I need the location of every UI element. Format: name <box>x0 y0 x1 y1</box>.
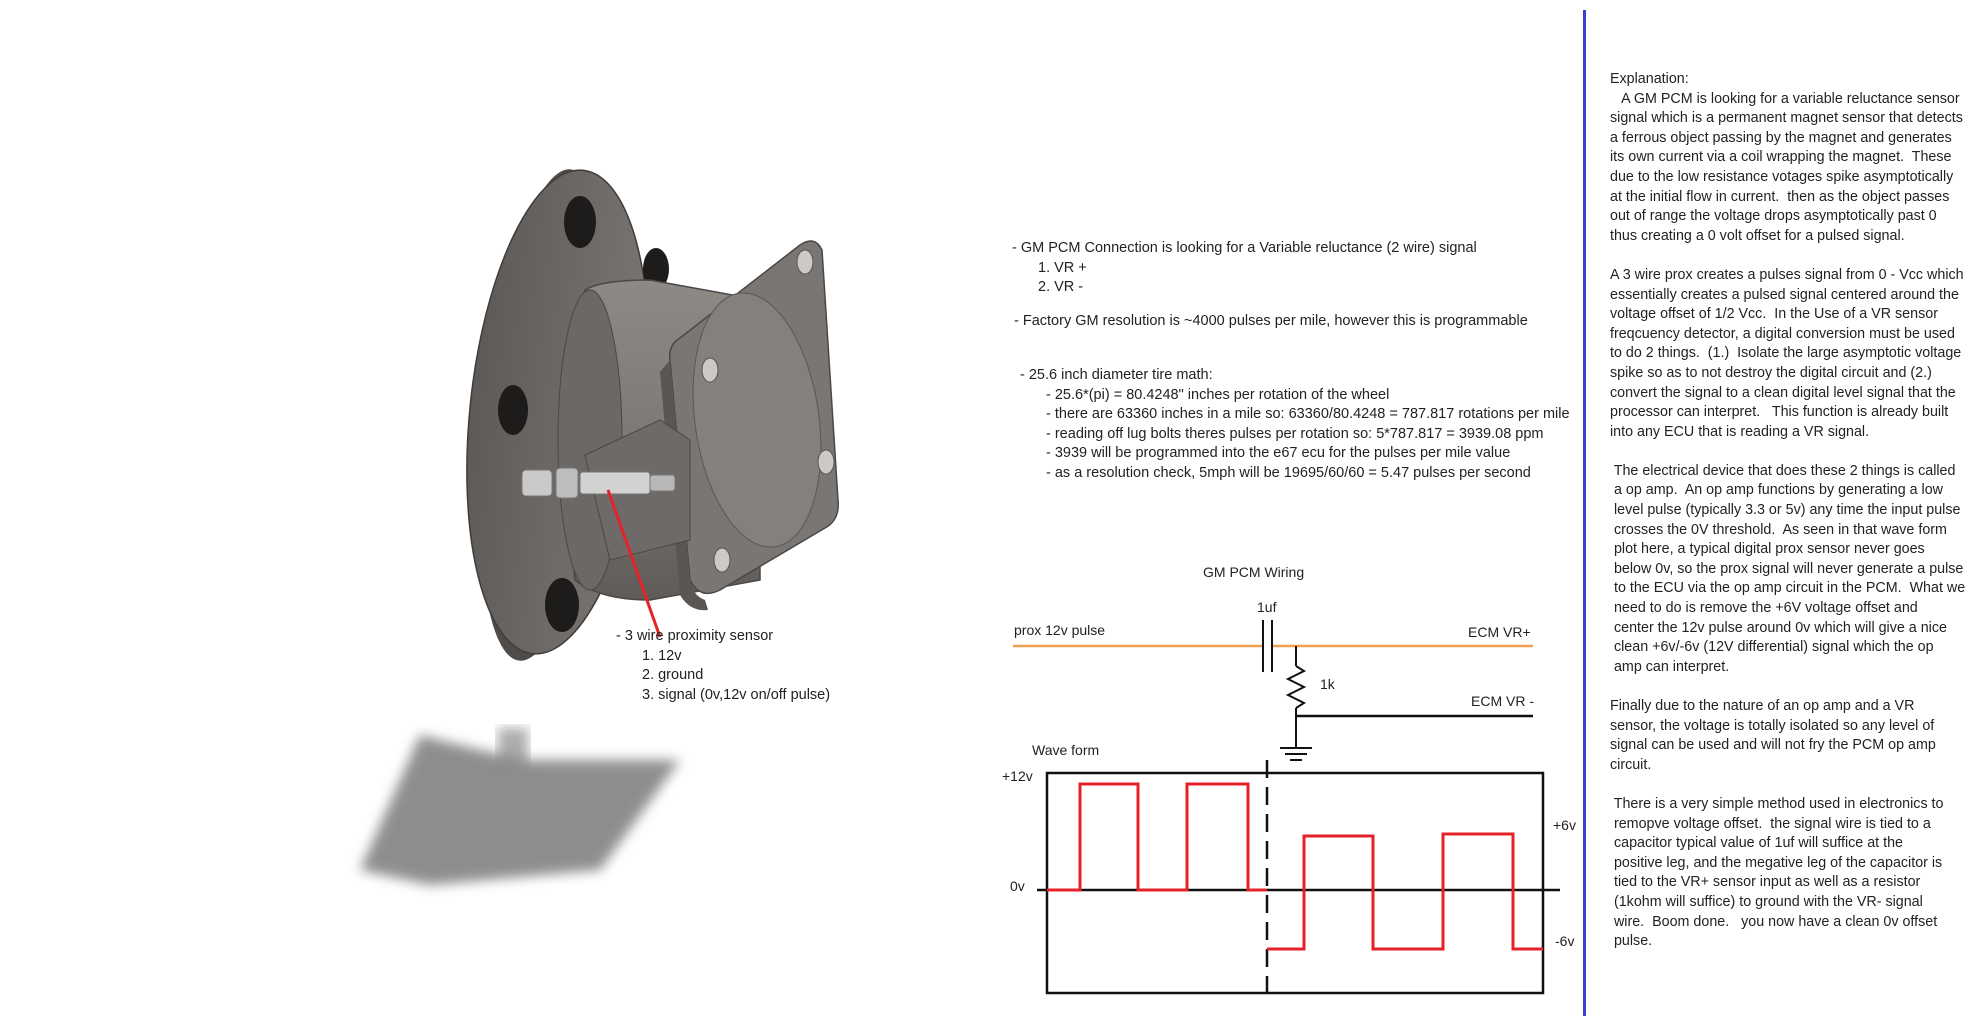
sensor-callout-item: 2. ground <box>642 667 704 683</box>
resistor-label: 1k <box>1320 676 1335 692</box>
explanation-panel: Explanation: A GM PCM is looking for a v… <box>1610 70 1978 971</box>
capacitor-icon <box>1262 620 1273 672</box>
wiring-schematic <box>1013 620 1533 761</box>
capacitor-label: 1uf <box>1257 599 1277 615</box>
pcm-resolution-note: - Factory GM resolution is ~4000 pulses … <box>1014 313 1528 329</box>
waveform-label-zero: 0v <box>1010 878 1025 894</box>
flange-hole <box>498 385 528 435</box>
waveform-label-minus6: -6v <box>1555 933 1575 949</box>
tire-math-line: - 25.6*(pi) = 80.4248" inches per rotati… <box>1046 386 1390 403</box>
sensor-callout-item: 3. signal (0v,12v on/off pulse) <box>642 686 831 703</box>
sensor-callout-item: 1. 12v <box>642 647 682 664</box>
explanation-paragraph: Finally due to the nature of an op amp a… <box>1610 698 1936 773</box>
waveform-prox-signal <box>1047 782 1267 892</box>
plate-hole <box>796 249 814 275</box>
tire-math-line: - 3939 will be programmed into the e67 e… <box>1046 445 1511 461</box>
resistor-icon <box>1285 665 1307 709</box>
waveform-offset-signal <box>1267 832 1543 951</box>
explanation-paragraph: The electrical device that does these 2 … <box>1613 462 1966 675</box>
tire-math-line: - as a resolution check, 5mph will be 19… <box>1046 464 1531 481</box>
sensor-callout-title: - 3 wire proximity sensor <box>616 628 774 644</box>
pcm-connection-line: - GM PCM Connection is looking for a Var… <box>1012 240 1477 256</box>
sensor-callout-line <box>606 489 662 638</box>
tire-math-notes: - 25.6 inch diameter tire math: - 25.6*(… <box>1020 366 1570 483</box>
prox-sensor-tip <box>649 474 676 492</box>
plate-face <box>692 292 822 548</box>
plate-hole <box>701 357 719 383</box>
prox-sensor-body <box>579 471 651 495</box>
flange-hole <box>545 578 579 632</box>
tire-math-line: - reading off lug bolts theres pulses pe… <box>1046 425 1544 442</box>
tire-math-line: - there are 63360 inches in a mile so: 6… <box>1046 406 1570 422</box>
prox-pulse-label: prox 12v pulse <box>1014 622 1106 638</box>
explanation-paragraph: A 3 wire prox creates a pulses signal fr… <box>1610 266 1964 440</box>
mount-shadow <box>360 735 680 885</box>
waveform-title: Wave form <box>1032 742 1100 758</box>
waveform-label-plus6: +6v <box>1553 817 1576 833</box>
explanation-paragraph: There is a very simple method used in el… <box>1613 795 1944 950</box>
sensor-mount-image <box>360 169 839 885</box>
waveform-plot <box>1037 760 1560 1003</box>
plate-hole <box>817 449 835 475</box>
ground-symbol-icon <box>1280 747 1312 761</box>
wiring-title: GM PCM Wiring <box>1203 564 1305 580</box>
prox-sensor-nut <box>555 467 579 499</box>
waveform-label-plus12: +12v <box>1002 768 1033 784</box>
vertical-divider <box>1583 10 1586 1016</box>
explanation-paragraph: Explanation: A GM PCM is looking for a v… <box>1610 71 1963 244</box>
mount-shadow-tab <box>498 728 528 768</box>
vr-plus-label: ECM VR+ <box>1468 624 1531 640</box>
pcm-connection-notes: - GM PCM Connection is looking for a Var… <box>1012 239 1477 298</box>
prox-sensor-nut <box>521 469 553 497</box>
vr-minus-label: ECM VR - <box>1471 693 1534 709</box>
tire-math-title: - 25.6 inch diameter tire math: <box>1020 367 1213 383</box>
sensor-callout: - 3 wire proximity sensor 1. 12v 2. grou… <box>616 627 830 705</box>
waveform-frame <box>1045 771 1545 995</box>
pcm-connection-item: 2. VR - <box>1038 279 1084 295</box>
flange-hole <box>564 196 596 248</box>
plate-hole <box>713 547 731 573</box>
square-plate-side <box>660 360 708 611</box>
pcm-connection-item: 1. VR + <box>1038 259 1087 276</box>
